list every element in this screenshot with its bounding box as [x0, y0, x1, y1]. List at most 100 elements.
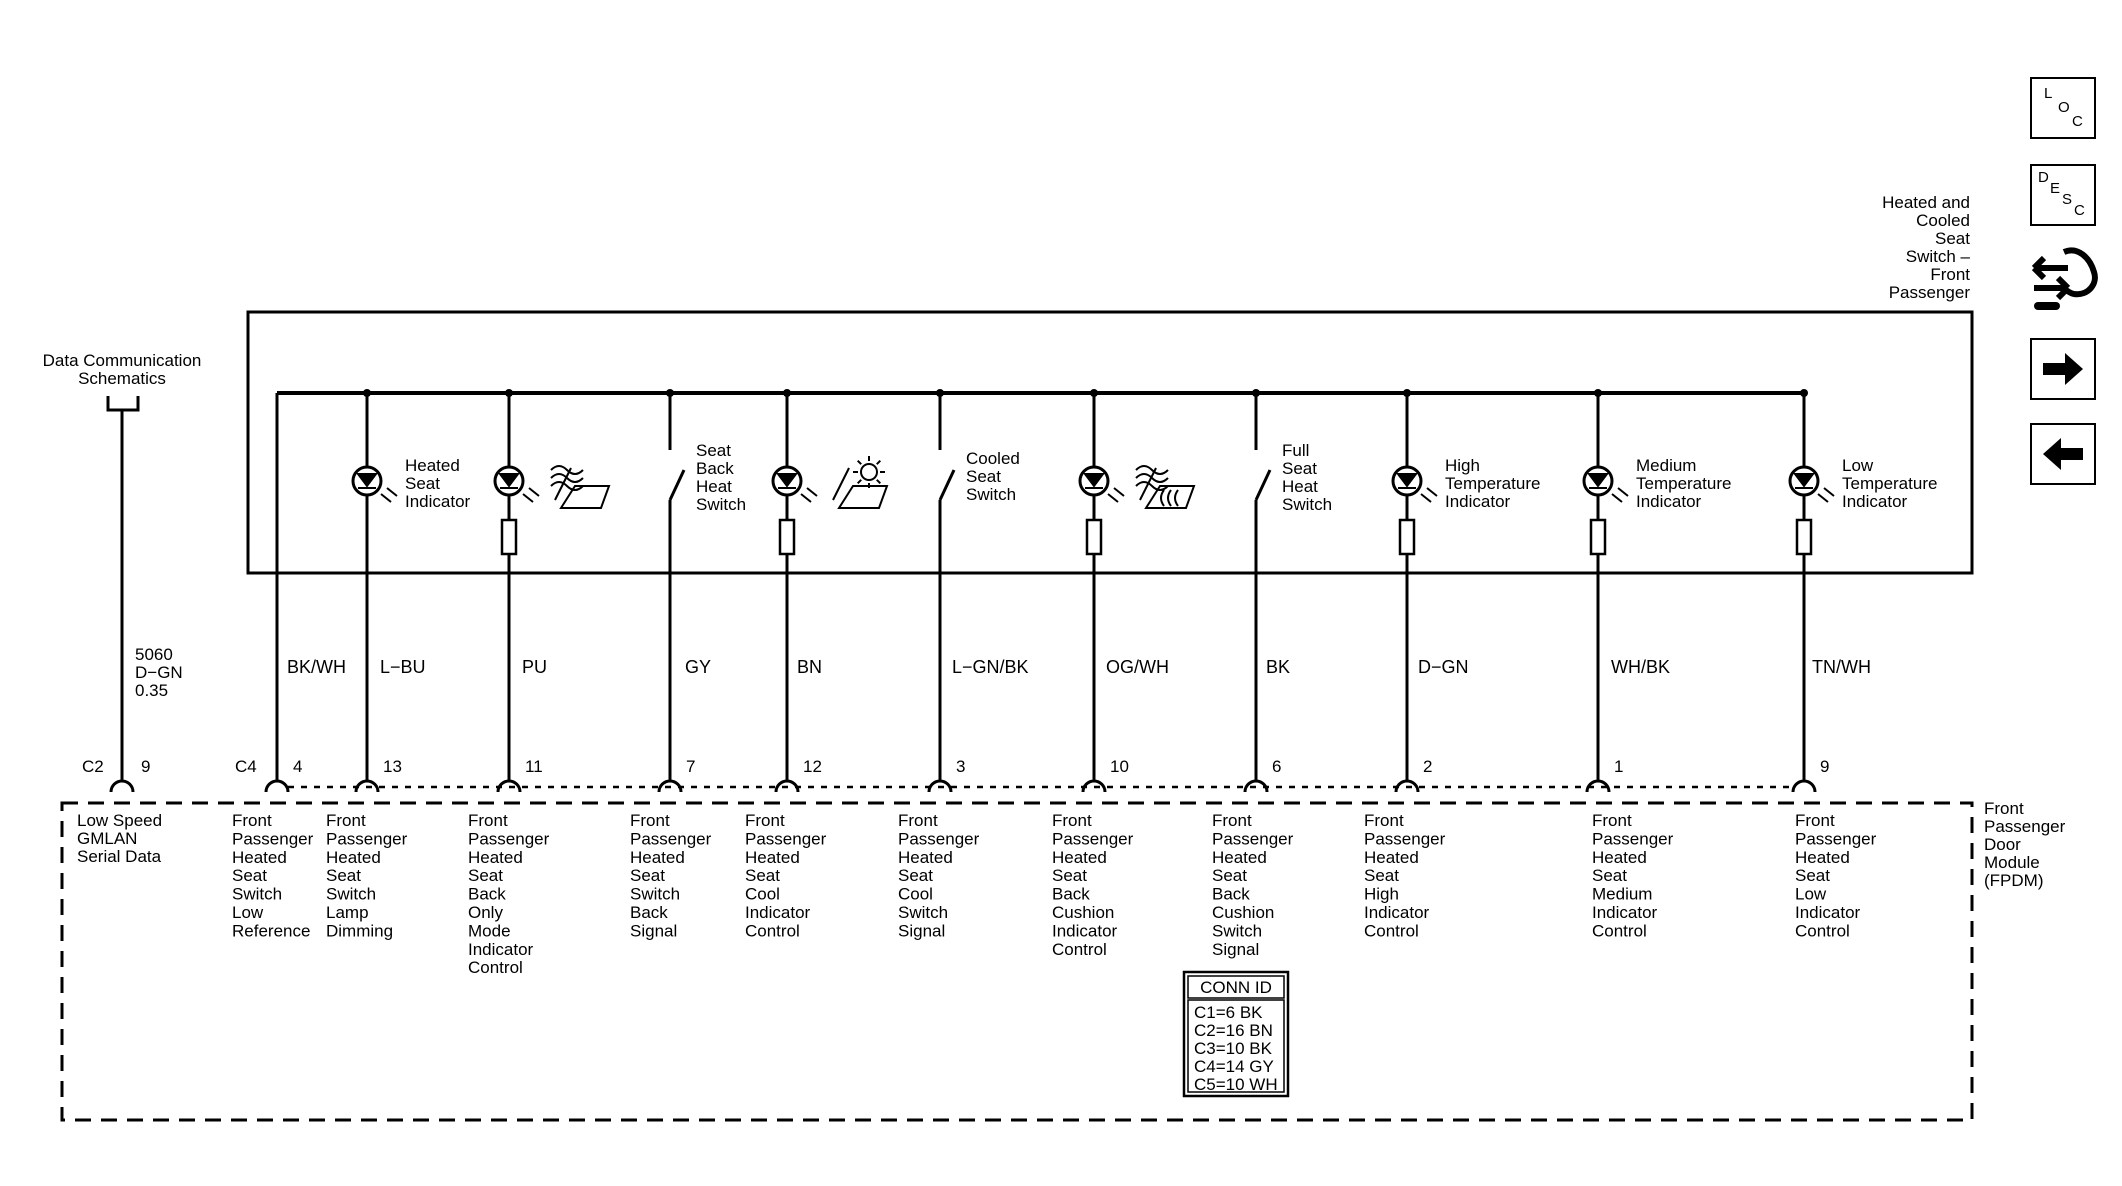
pin-function-label: Signal — [1212, 940, 1259, 959]
arrow-right-icon — [2043, 353, 2083, 385]
bus-junction — [666, 389, 674, 397]
pin-function-label: Passenger — [468, 829, 550, 848]
pin-function-label: Seat — [630, 866, 665, 885]
component-label: Temperature — [1636, 474, 1731, 493]
component-label: Heated — [405, 456, 460, 475]
component-label: Heat — [1282, 477, 1318, 496]
gmlan-wire-color: D−GN — [135, 663, 183, 682]
pin-function-label: Cushion — [1052, 903, 1114, 922]
loc-letter-o: O — [2058, 99, 2070, 116]
pin-number: 12 — [803, 757, 822, 776]
conn-id-table: CONN ID C1=6 BK C2=16 BN C3=10 BK C4=14 … — [1182, 970, 1290, 1098]
pin-function-label: Front — [1364, 811, 1404, 830]
gmlan-func-1: Low Speed — [77, 811, 162, 830]
pin-function-label: Front — [326, 811, 366, 830]
component-label: Heat — [696, 477, 732, 496]
resistor — [1085, 518, 1103, 556]
desc-letter-c: C — [2074, 202, 2085, 219]
pin-function-label: Front — [1212, 811, 1252, 830]
data-communication-ref[interactable]: Data Communication Schematics — [43, 351, 202, 412]
pin-function-label: Control — [1592, 921, 1647, 940]
pin-number: 3 — [956, 757, 965, 776]
pin-function-label: Indicator — [1592, 903, 1658, 922]
pin-number: 6 — [1272, 757, 1281, 776]
pin-function-label: Indicator — [745, 903, 811, 922]
pin-number: 13 — [383, 757, 402, 776]
pin-function-label: Heated — [1795, 848, 1850, 867]
component-label: Seat — [405, 474, 440, 493]
pin-function-label: Passenger — [232, 829, 314, 848]
pin-function-label: Control — [1795, 921, 1850, 940]
pin-function-label: Heated — [1592, 848, 1647, 867]
gmlan-func-2: GMLAN — [77, 829, 137, 848]
component-label: Switch — [696, 495, 746, 514]
pin-function-label: Medium — [1592, 885, 1652, 904]
pin-terminal — [1585, 779, 1611, 793]
pin-function-label: Passenger — [1795, 829, 1877, 848]
pin-function-label: Low — [232, 903, 264, 922]
module-name-3: Door — [1984, 835, 2021, 854]
component-label: Temperature — [1842, 474, 1937, 493]
pin-function-label: Heated — [898, 848, 953, 867]
pin-function-label: Control — [468, 958, 523, 977]
pin-function-label: Indicator — [468, 940, 534, 959]
wire-color-label: TN/WH — [1812, 657, 1871, 677]
bus-junction — [1800, 389, 1808, 397]
wire-color-label: WH/BK — [1611, 657, 1670, 677]
component-label: Seat — [966, 467, 1001, 486]
ref-title-1: Data Communication — [43, 351, 202, 370]
pin-function-label: Indicator — [1795, 903, 1861, 922]
indicator-lamp — [1582, 465, 1629, 503]
seat-full-heat-icon — [1135, 465, 1196, 509]
description-button[interactable]: D E S C — [2030, 164, 2096, 226]
pin-function-label: Seat — [1212, 866, 1247, 885]
pin-function-label: Signal — [898, 921, 945, 940]
location-button[interactable]: L O C — [2030, 77, 2096, 139]
wire-color-label: BK — [1266, 657, 1290, 677]
pin-function-label: Heated — [630, 848, 685, 867]
connector-c2-label: C2 — [82, 757, 104, 776]
switch-contact — [668, 469, 686, 501]
next-page-button[interactable] — [2030, 338, 2096, 400]
pin-function-label: Back — [1212, 885, 1250, 904]
pin-number: 9 — [1820, 757, 1829, 776]
bus-junction — [1252, 389, 1260, 397]
pin-number: 11 — [525, 757, 543, 776]
pin-number: 2 — [1423, 757, 1432, 776]
component-label: Switch — [966, 485, 1016, 504]
pin-function-label: Front — [232, 811, 272, 830]
pin-function-label: Front — [898, 811, 938, 830]
pin-function-label: Front — [1795, 811, 1835, 830]
pin-function-label: Front — [1052, 811, 1092, 830]
loc-letter-c: C — [2072, 113, 2083, 130]
pin-function-label: Back — [468, 885, 506, 904]
gmlan-pin-terminal — [109, 779, 135, 793]
pin-function-label: Reference — [232, 921, 310, 940]
conn-id-title: CONN ID — [1200, 978, 1272, 997]
pin-function-label: Passenger — [1364, 829, 1446, 848]
pin-function-label: Heated — [468, 848, 523, 867]
resistor — [778, 518, 796, 556]
pin-function-label: Mode — [468, 921, 511, 940]
conn-id-row: C2=16 BN — [1194, 1021, 1273, 1040]
switch-name-3: Seat — [1935, 229, 1970, 248]
pin-function-label: Switch — [1212, 921, 1262, 940]
pin-function-label: Passenger — [1052, 829, 1134, 848]
pin-terminal — [264, 779, 290, 793]
conn-id-row: C4=14 GY — [1194, 1057, 1274, 1076]
previous-page-button[interactable] — [2030, 423, 2096, 485]
pin-function-label: Switch — [630, 885, 680, 904]
wire-color-label: D−GN — [1418, 657, 1469, 677]
component-label: Indicator — [1636, 492, 1702, 511]
switch-name-5: Front — [1930, 265, 1970, 284]
resistor — [1795, 518, 1813, 556]
bus-junction — [505, 389, 513, 397]
pin-function-label: Passenger — [898, 829, 980, 848]
pin-function-label: Front — [468, 811, 508, 830]
pin-function-label: Back — [630, 903, 668, 922]
gmlan-circuit-number: 5060 — [135, 645, 173, 664]
seat-back-heat-icon — [550, 465, 611, 509]
indicator-lamp — [1078, 465, 1125, 503]
component-label: Full — [1282, 441, 1309, 460]
connector-end-view-button[interactable] — [2028, 244, 2102, 320]
